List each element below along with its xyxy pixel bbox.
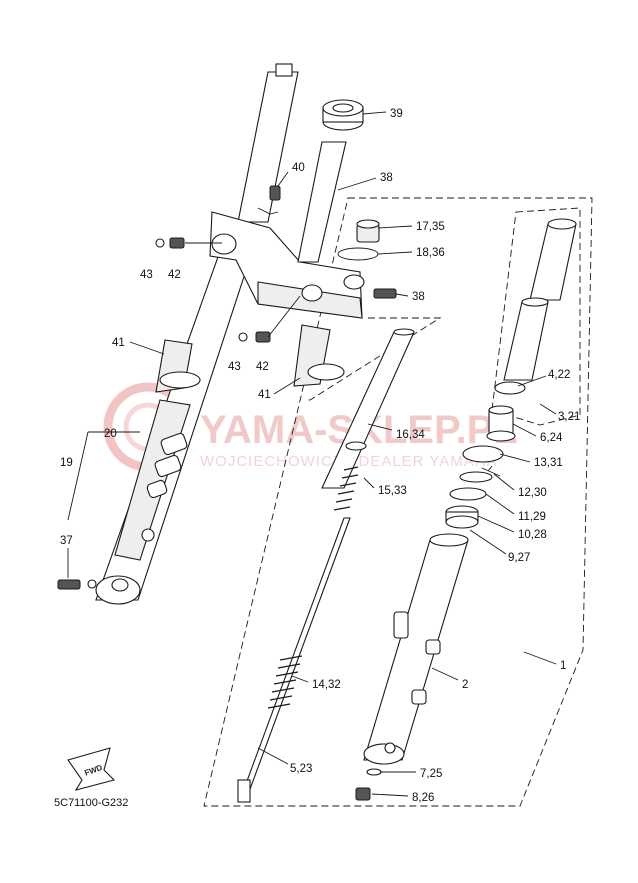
leader-lines (67, 111, 557, 797)
fwd-arrow-icon: FWD (67, 747, 116, 791)
callout-17-35: 17,35 (416, 221, 445, 233)
callout-6-24: 6,24 (540, 432, 563, 444)
callout-41-left: 41 (112, 337, 125, 349)
callout-13-31: 13,31 (534, 457, 563, 469)
callout-8-26: 8,26 (412, 792, 434, 804)
callout-4-22: 4,22 (548, 369, 570, 381)
callout-42-lower: 42 (256, 361, 269, 373)
outer-tube (363, 533, 469, 765)
callout-labels: 39 40 38 17,35 18,36 43 42 38 41 43 42 4… (60, 108, 580, 804)
callout-16-34: 16,34 (396, 429, 425, 441)
callout-40: 40 (292, 162, 305, 174)
callout-37: 37 (60, 535, 73, 547)
seal-stack (445, 405, 516, 529)
upper-spacer (494, 218, 577, 395)
callout-7-25: 7,25 (420, 768, 442, 780)
fasteners (57, 185, 397, 590)
callout-5-23: 5,23 (290, 763, 312, 775)
callout-10-28: 10,28 (518, 529, 547, 541)
callout-20: 20 (104, 428, 117, 440)
fork-spring-top (333, 441, 367, 511)
callout-43-upper: 43 (140, 269, 153, 281)
callout-43-lower: 43 (228, 361, 241, 373)
callout-42-upper: 42 (168, 269, 181, 281)
diagram-code: 5C71100-G232 (54, 797, 128, 809)
callout-41-middle: 41 (258, 389, 271, 401)
callout-9-27: 9,27 (508, 552, 530, 564)
cap-bolt (337, 219, 380, 261)
callout-19: 19 (60, 457, 73, 469)
inner-tube (321, 328, 415, 489)
callout-12-30: 12,30 (518, 487, 547, 499)
cap-dashed-group (491, 207, 581, 426)
callout-3-21: 3,21 (558, 411, 580, 423)
callout-14-32: 14,32 (312, 679, 341, 691)
callout-15-33: 15,33 (378, 485, 407, 497)
left-fork-assembly (95, 63, 299, 605)
drain-parts (355, 768, 382, 801)
inner-dashed-line (305, 317, 442, 401)
callout-38-bolt: 38 (412, 291, 425, 303)
callout-1: 1 (560, 660, 566, 672)
callout-11-29: 11,29 (518, 511, 546, 523)
callout-39: 39 (390, 108, 403, 120)
dust-cover (293, 324, 345, 387)
outer-dashed-group (203, 197, 593, 807)
damper-rod (237, 517, 351, 803)
callout-18-36: 18,36 (416, 247, 445, 259)
callout-38-stem: 38 (380, 172, 393, 184)
under-bracket (209, 99, 365, 319)
callout-2: 2 (462, 679, 468, 691)
